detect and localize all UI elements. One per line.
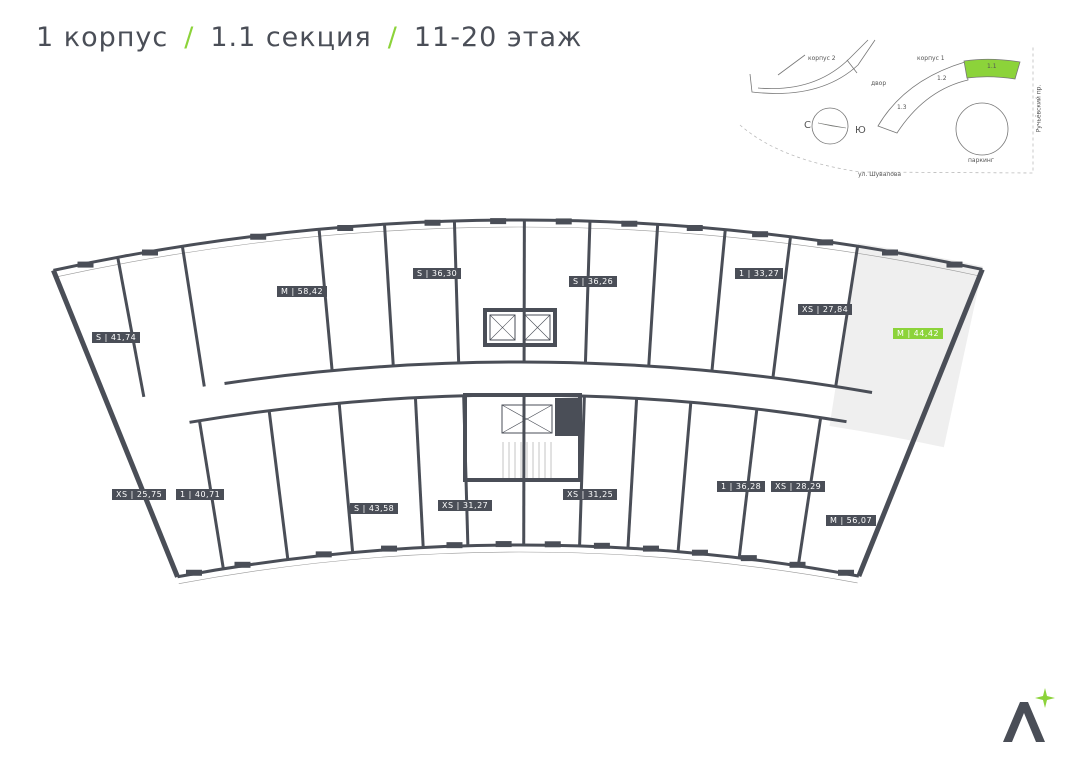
pillar bbox=[77, 261, 94, 268]
pillar bbox=[621, 220, 638, 227]
pillar bbox=[686, 224, 703, 231]
pillar bbox=[544, 541, 561, 548]
apartment-label[interactable]: S | 36,26 bbox=[569, 276, 618, 287]
elevator-cross bbox=[489, 314, 516, 341]
apartment-label[interactable]: XS | 27,84 bbox=[798, 304, 853, 315]
pillar bbox=[642, 545, 659, 552]
elevator bbox=[501, 404, 553, 434]
outer-wall-left bbox=[51, 269, 180, 578]
partition-wall bbox=[647, 224, 660, 367]
pillar bbox=[817, 239, 834, 246]
compass-north: С bbox=[804, 120, 811, 131]
pillar bbox=[555, 218, 572, 225]
apartment-label[interactable]: XS | 31,27 bbox=[438, 500, 493, 511]
partition-wall bbox=[676, 402, 693, 552]
window-line bbox=[54, 226, 981, 278]
compass-south: Ю bbox=[855, 125, 866, 136]
apartment-label[interactable]: 1 | 33,27 bbox=[735, 268, 784, 279]
floor-label: 11-20 этаж bbox=[413, 22, 583, 53]
site-plan bbox=[739, 39, 1034, 174]
pillar bbox=[740, 555, 757, 562]
apartment-label[interactable]: XS | 25,75 bbox=[112, 489, 167, 500]
pillar bbox=[838, 569, 855, 576]
apartment-label[interactable]: 1 | 36,28 bbox=[717, 481, 766, 492]
pillar bbox=[141, 249, 158, 256]
pillar bbox=[381, 545, 398, 552]
outer-wall-top bbox=[53, 218, 983, 272]
partition-wall bbox=[413, 397, 425, 548]
apartment-label[interactable]: XS | 31,25 bbox=[563, 489, 618, 500]
compass-icon bbox=[811, 107, 849, 145]
partition-wall bbox=[267, 410, 290, 560]
corridor-wall bbox=[224, 360, 873, 395]
elevator bbox=[524, 314, 551, 341]
building1-label: корпус 1 bbox=[917, 55, 945, 62]
pillar bbox=[446, 542, 463, 549]
partition-wall bbox=[382, 224, 395, 367]
apartment-label[interactable]: XS | 28,29 bbox=[771, 481, 826, 492]
partition-wall bbox=[452, 220, 461, 363]
section-1-1[interactable]: 1.1 bbox=[987, 63, 997, 70]
outer-wall-bottom bbox=[177, 543, 860, 579]
apartment-label[interactable]: S | 36,30 bbox=[413, 268, 462, 279]
partition-wall bbox=[317, 229, 334, 371]
partition-wall bbox=[180, 245, 206, 387]
partition-wall bbox=[583, 221, 592, 364]
street-label: ул. Шувалова bbox=[858, 171, 902, 178]
pillar bbox=[234, 561, 251, 568]
apartment-label[interactable]: M | 56,07 bbox=[826, 515, 877, 526]
corridor-wall bbox=[189, 393, 847, 424]
apartment-label[interactable]: M | 58,42 bbox=[277, 286, 328, 297]
building2-label: корпус 2 bbox=[808, 55, 836, 62]
stair-core bbox=[463, 393, 582, 482]
partition-wall bbox=[116, 257, 146, 398]
partition-wall bbox=[771, 236, 792, 378]
yard-label: двор bbox=[871, 80, 887, 87]
elevator-cross bbox=[524, 314, 551, 341]
section-1-2[interactable]: 1.2 bbox=[937, 75, 947, 82]
page-title: 1 корпус / 1.1 секция / 11-20 этаж bbox=[36, 22, 582, 53]
pillar bbox=[490, 218, 507, 225]
partition-wall bbox=[626, 398, 639, 549]
pillar bbox=[882, 249, 899, 256]
window-line bbox=[178, 551, 858, 584]
pillar bbox=[593, 542, 610, 549]
separator: / bbox=[387, 22, 398, 53]
pillar bbox=[691, 549, 708, 556]
apartment-label[interactable]: S | 43,58 bbox=[350, 503, 399, 514]
pillar bbox=[495, 541, 512, 548]
pillar bbox=[185, 569, 202, 576]
apartment-label[interactable]: 1 | 40,71 bbox=[176, 489, 225, 500]
pillar bbox=[789, 561, 806, 568]
elevator bbox=[489, 314, 516, 341]
elevator-block bbox=[483, 308, 557, 347]
section-1-3[interactable]: 1.3 bbox=[897, 104, 907, 111]
parking-label: паркинг bbox=[968, 157, 995, 164]
separator: / bbox=[184, 22, 195, 53]
building-label: 1 корпус bbox=[36, 22, 169, 53]
partition-wall bbox=[834, 245, 860, 387]
selected-apartment-area bbox=[829, 243, 983, 448]
elevator-cross bbox=[501, 404, 553, 434]
apartment-label[interactable]: S | 41,74 bbox=[92, 332, 141, 343]
partition-wall bbox=[337, 403, 355, 553]
pillar bbox=[946, 261, 963, 268]
apartment-label-selected[interactable]: M | 44,42 bbox=[893, 328, 944, 339]
section-label: 1.1 секция bbox=[210, 22, 372, 53]
pillar bbox=[315, 551, 332, 558]
pillar bbox=[337, 224, 354, 231]
pillar bbox=[250, 233, 267, 240]
pillar bbox=[752, 231, 769, 238]
shaft bbox=[555, 398, 580, 436]
outer-wall-right bbox=[856, 268, 985, 578]
partition-wall bbox=[710, 229, 727, 372]
pillar bbox=[424, 219, 441, 226]
